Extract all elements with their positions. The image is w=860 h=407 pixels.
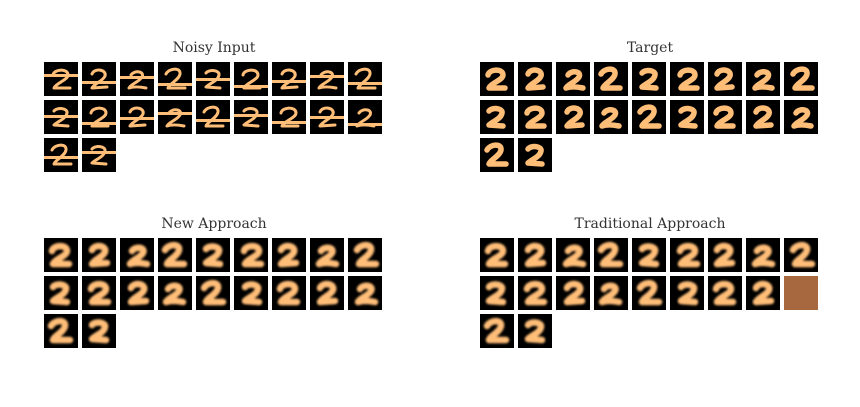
digit-thumbnail [82, 276, 116, 310]
digit-thumbnail [196, 62, 230, 96]
digit-thumbnail [480, 238, 514, 272]
digit-thumbnail [784, 238, 818, 272]
digit-thumbnail [234, 276, 268, 310]
digit-thumbnail [158, 62, 192, 96]
digit-thumbnail [784, 62, 818, 96]
image-grid [44, 62, 384, 178]
digit-thumbnail [44, 314, 78, 348]
digit-thumbnail [272, 238, 306, 272]
digit-thumbnail [158, 100, 192, 134]
digit-thumbnail [480, 138, 514, 172]
digit-thumbnail [310, 276, 344, 310]
digit-thumbnail [272, 276, 306, 310]
digit-thumbnail [518, 276, 552, 310]
digit-thumbnail [746, 62, 780, 96]
digit-thumbnail [784, 276, 818, 310]
digit-thumbnail [234, 100, 268, 134]
digit-thumbnail [556, 62, 590, 96]
digit-thumbnail [670, 276, 704, 310]
digit-thumbnail [556, 238, 590, 272]
digit-thumbnail [120, 100, 154, 134]
digit-thumbnail [518, 238, 552, 272]
digit-thumbnail [480, 62, 514, 96]
digit-thumbnail [594, 62, 628, 96]
digit-thumbnail [518, 62, 552, 96]
digit-thumbnail [632, 62, 666, 96]
digit-thumbnail [234, 238, 268, 272]
digit-thumbnail [632, 276, 666, 310]
image-grid [480, 62, 820, 178]
digit-thumbnail [158, 276, 192, 310]
digit-thumbnail [480, 314, 514, 348]
digit-thumbnail [82, 238, 116, 272]
image-grid [480, 238, 820, 354]
digit-thumbnail [44, 100, 78, 134]
digit-thumbnail [708, 238, 742, 272]
digit-thumbnail [480, 100, 514, 134]
digit-thumbnail [234, 62, 268, 96]
digit-thumbnail [348, 100, 382, 134]
digit-thumbnail [82, 100, 116, 134]
digit-thumbnail [196, 276, 230, 310]
digit-thumbnail [310, 62, 344, 96]
digit-thumbnail [632, 100, 666, 134]
digit-thumbnail [82, 62, 116, 96]
digit-thumbnail [670, 100, 704, 134]
digit-thumbnail [670, 238, 704, 272]
digit-thumbnail [120, 62, 154, 96]
panel-title: Noisy Input [172, 40, 256, 56]
digit-thumbnail [196, 100, 230, 134]
digit-thumbnail [348, 238, 382, 272]
digit-thumbnail [158, 238, 192, 272]
digit-thumbnail [44, 238, 78, 272]
digit-thumbnail [746, 276, 780, 310]
digit-thumbnail [594, 100, 628, 134]
digit-thumbnail [120, 276, 154, 310]
digit-thumbnail [518, 100, 552, 134]
digit-thumbnail [44, 62, 78, 96]
digit-thumbnail [82, 314, 116, 348]
digit-thumbnail [708, 62, 742, 96]
digit-thumbnail [348, 276, 382, 310]
panel-title: Traditional Approach [574, 216, 726, 232]
digit-thumbnail [746, 100, 780, 134]
digit-thumbnail [272, 62, 306, 96]
digit-thumbnail [44, 138, 78, 172]
digit-thumbnail [518, 314, 552, 348]
digit-thumbnail [310, 100, 344, 134]
panel-title: New Approach [161, 216, 267, 232]
digit-thumbnail [272, 100, 306, 134]
digit-thumbnail [632, 238, 666, 272]
digit-thumbnail [82, 138, 116, 172]
digit-thumbnail [594, 276, 628, 310]
digit-thumbnail [708, 276, 742, 310]
digit-thumbnail [518, 138, 552, 172]
digit-thumbnail [44, 276, 78, 310]
digit-thumbnail [746, 238, 780, 272]
panel-title: Target [626, 40, 674, 56]
digit-thumbnail [708, 100, 742, 134]
image-grid [44, 238, 384, 354]
digit-thumbnail [310, 238, 344, 272]
digit-thumbnail [480, 276, 514, 310]
digit-thumbnail [670, 62, 704, 96]
digit-thumbnail [784, 100, 818, 134]
digit-thumbnail [594, 238, 628, 272]
digit-thumbnail [120, 238, 154, 272]
digit-thumbnail [556, 276, 590, 310]
digit-thumbnail [196, 238, 230, 272]
digit-thumbnail [348, 62, 382, 96]
digit-thumbnail [556, 100, 590, 134]
